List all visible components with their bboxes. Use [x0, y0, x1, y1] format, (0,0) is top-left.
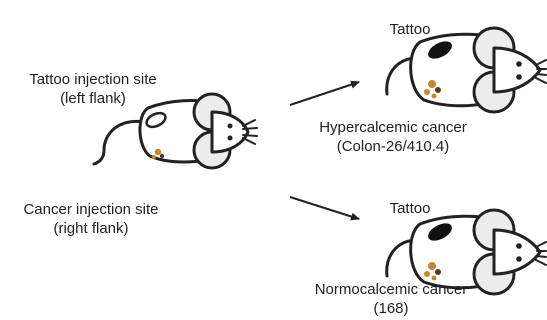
arrow-to-hypercalcemic-icon: [290, 82, 359, 105]
cancer-site-line1: Cancer injection site: [4, 200, 178, 219]
hypercalcemic-tattoo-label: Tattoo: [370, 20, 450, 39]
cancer-site-line2: (right flank): [4, 219, 178, 238]
hypercalcemic-mouse-icon: [387, 28, 546, 112]
tattoo-text: Tattoo: [370, 199, 450, 218]
normocalcemic-tattoo-label: Tattoo: [370, 199, 450, 218]
mouse-head: [212, 112, 248, 152]
mouse-tail: [94, 121, 145, 164]
normocalcemic-line1: Normocalcemic cancer: [296, 280, 486, 299]
mouse-eye: [228, 136, 233, 141]
arrow-to-normocalcemic-icon: [290, 197, 359, 219]
mouse-eye: [516, 256, 522, 262]
tattoo-site-line2: (left flank): [8, 89, 178, 108]
mouse-eye: [228, 124, 233, 129]
tattoo-text: Tattoo: [370, 20, 450, 39]
hypercalcemic-cancer-label: Hypercalcemic cancer (Colon-26/410.4): [298, 118, 488, 156]
normocalcemic-line2: (168): [296, 299, 486, 318]
mouse-eye: [516, 243, 522, 249]
mouse-head: [494, 48, 540, 92]
tattoo-site-line1: Tattoo injection site: [8, 70, 178, 89]
mouse-eye: [516, 74, 522, 80]
hypercalcemic-line1: Hypercalcemic cancer: [298, 118, 488, 137]
cancer-injection-site-label: Cancer injection site (right flank): [4, 200, 178, 238]
mouse-head: [494, 230, 540, 274]
tattoo-injection-site-label: Tattoo injection site (left flank): [8, 70, 178, 108]
hypercalcemic-line2: (Colon-26/410.4): [298, 137, 488, 156]
mouse-eye: [516, 61, 522, 67]
normocalcemic-cancer-label: Normocalcemic cancer (168): [296, 280, 486, 318]
